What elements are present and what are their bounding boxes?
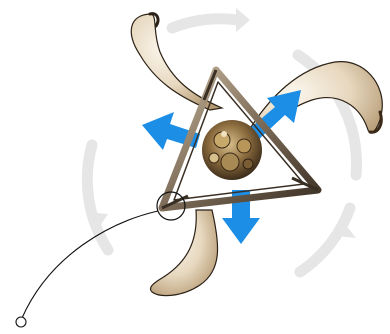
hub xyxy=(202,120,262,180)
rotation-arrow-top xyxy=(172,19,238,28)
hub-gear-5 xyxy=(243,159,253,169)
hub-gear-2 xyxy=(237,139,251,153)
frame-strut-left xyxy=(204,70,216,100)
rotation-arrowhead-top xyxy=(236,8,250,32)
callout xyxy=(16,192,185,327)
blade-upper-right xyxy=(246,62,382,148)
callout-leader-line xyxy=(22,211,158,318)
hub-highlight xyxy=(221,131,227,137)
blade-bottom xyxy=(150,210,217,296)
rotation-arrow-left xyxy=(87,145,108,250)
hub-gear-3 xyxy=(221,153,239,171)
callout-endpoint xyxy=(16,317,26,327)
rotation-arrow-bottom-right xyxy=(300,208,350,272)
hub-gear-4 xyxy=(209,153,219,163)
